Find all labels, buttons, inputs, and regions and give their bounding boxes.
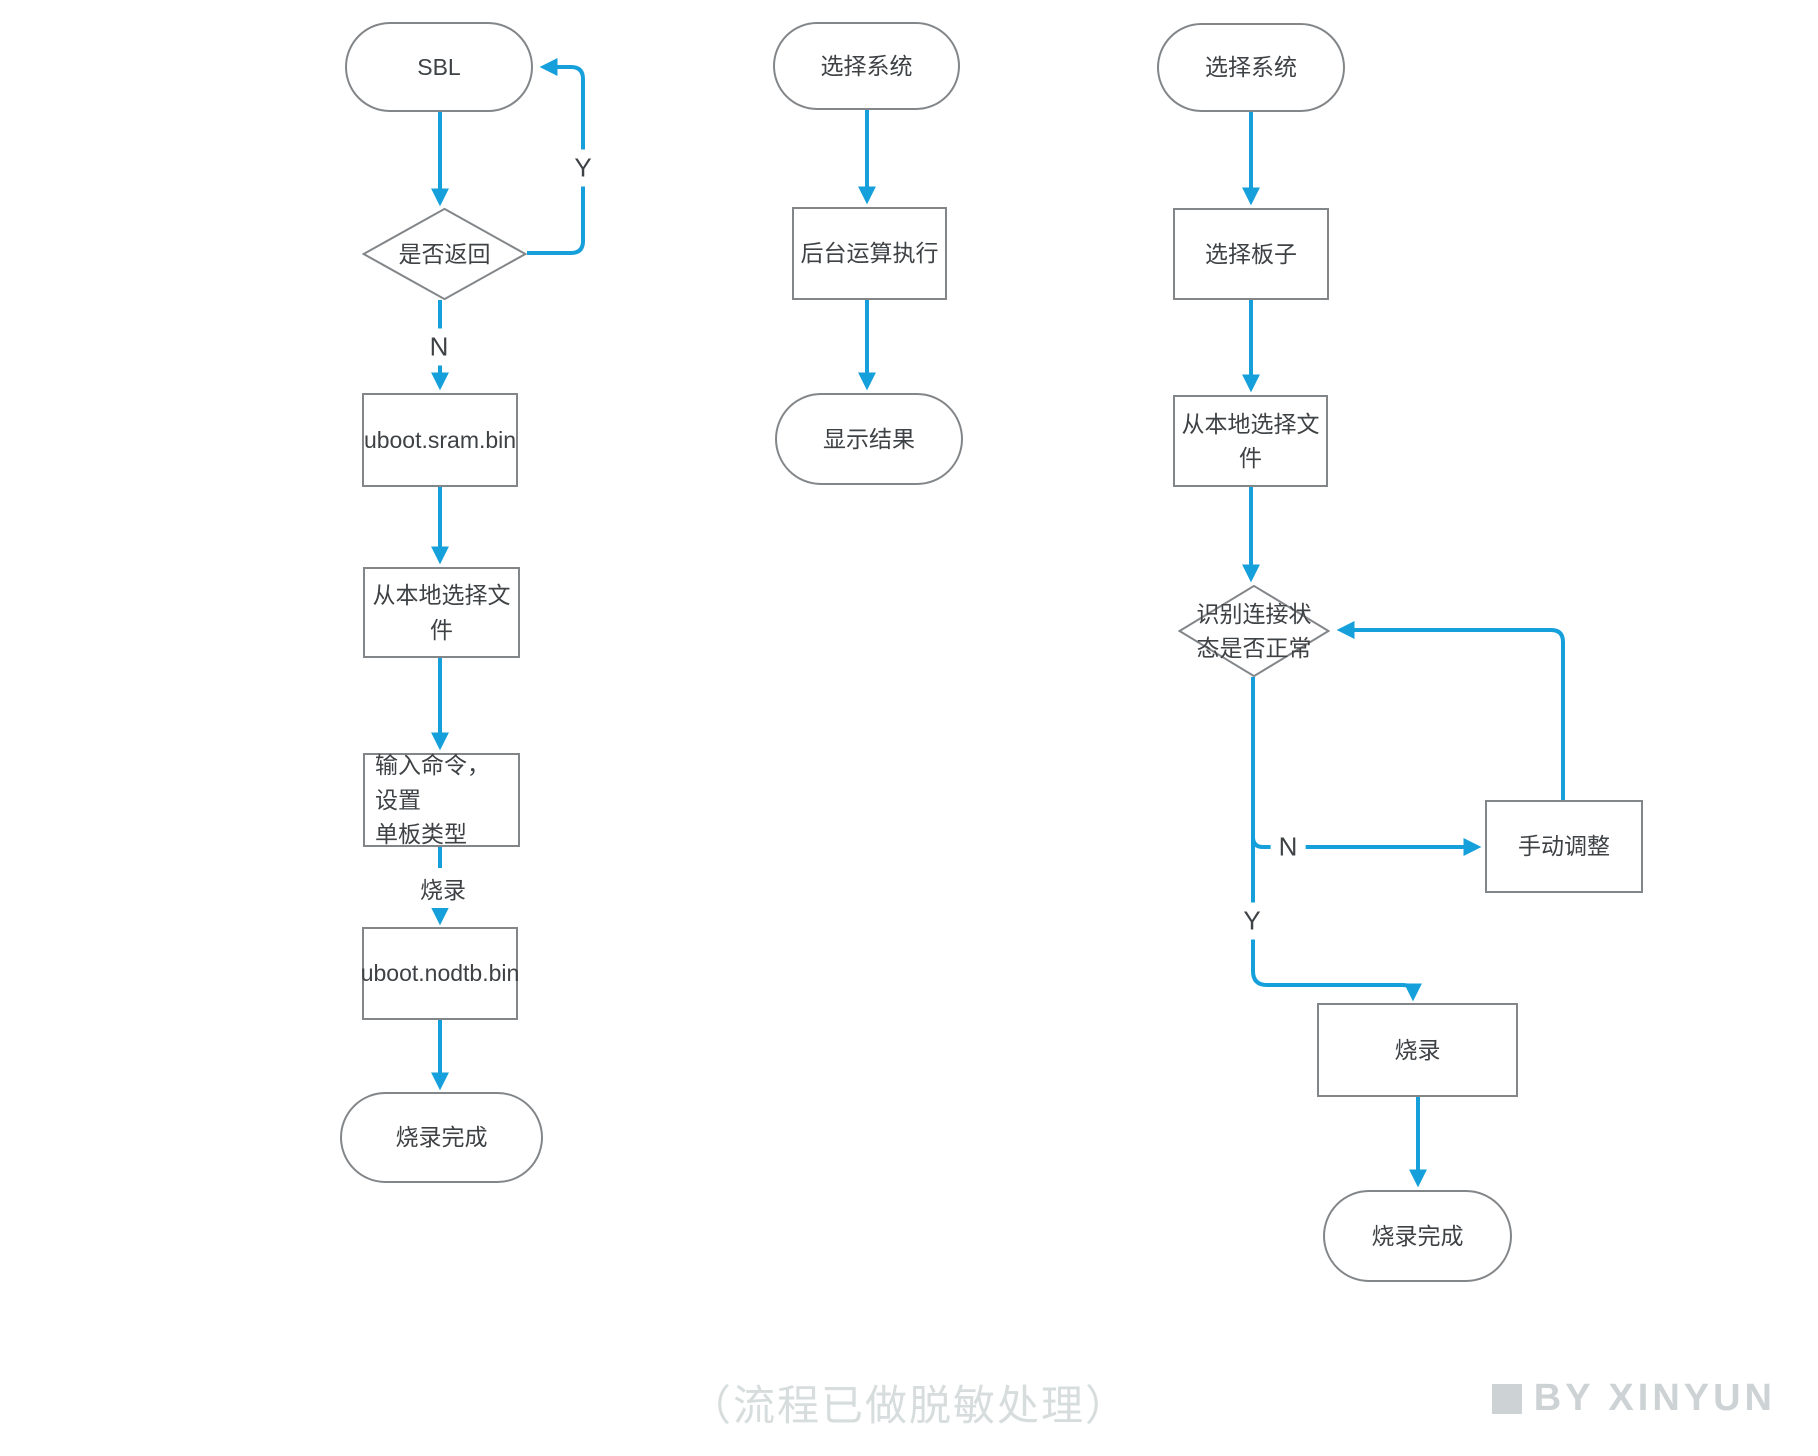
- flow3-start-terminator: 选择系统: [1157, 23, 1345, 112]
- flow1-file1-box: uboot.sram.bin: [362, 393, 518, 487]
- footer-credit: BY XINYUN: [1491, 1377, 1776, 1420]
- diamond-shape-icon: [1178, 585, 1330, 677]
- flow3-no-label: N: [1270, 828, 1306, 866]
- flow1-return-decision: 是否返回: [362, 208, 527, 300]
- diamond-shape-icon: [362, 208, 527, 300]
- credit-text: BY XINYUN: [1533, 1377, 1776, 1419]
- node-label: uboot.nodtb.bin: [360, 960, 520, 987]
- flow2-end-terminator: 显示结果: [775, 393, 963, 485]
- node-label: 烧录: [1394, 1036, 1441, 1063]
- flow3-connection-decision: 识别连接状 态是否正常: [1178, 585, 1330, 677]
- flow1-no-label: N: [421, 328, 457, 366]
- flow1-start-terminator: SBL: [345, 22, 533, 112]
- footer-note: （流程已做脱敏处理）: [688, 1382, 1129, 1429]
- node-label: 选择板子: [1205, 240, 1297, 267]
- node-label: 选择系统: [820, 52, 913, 79]
- flow1-file2-box: uboot.nodtb.bin: [360, 927, 520, 1020]
- node-label: 手动调整: [1518, 833, 1610, 860]
- flow1-yes-label: Y: [566, 149, 600, 187]
- flow3-select-file-box: 从本地选择文件: [1173, 395, 1328, 487]
- credit-square-icon: [1491, 1383, 1522, 1414]
- flow1-input-command-box: 输入命令，设置 单板类型: [363, 752, 520, 847]
- flow3-end-terminator: 烧录完成: [1323, 1190, 1512, 1282]
- arrow-adjust-back-to-decision3: [1336, 621, 1565, 800]
- node-label: 烧录完成: [1371, 1222, 1464, 1249]
- node-label: 是否返回: [398, 240, 491, 267]
- flow3-select-board-box: 选择板子: [1173, 208, 1329, 300]
- node-label: 输入命令，设置 单板类型: [375, 752, 490, 848]
- flow1-select-file-box: 从本地选择文件: [363, 567, 520, 658]
- node-label: 显示结果: [823, 425, 915, 452]
- node-label: 烧录完成: [395, 1124, 488, 1151]
- arrow-decision3-no-to-adjust: [1251, 836, 1482, 856]
- node-label: 从本地选择文件: [1181, 410, 1320, 472]
- flow3-burn-box: 烧录: [1317, 1003, 1518, 1097]
- flow2-start-terminator: 选择系统: [773, 22, 960, 110]
- node-label: 识别连接状 态是否正常: [1196, 600, 1312, 662]
- arrow-decision3-yes-to-burn: [1251, 677, 1422, 1002]
- flow3-yes-label: Y: [1235, 902, 1269, 940]
- node-label: 选择系统: [1205, 54, 1297, 81]
- node-label: SBL: [417, 53, 461, 80]
- node-label: 从本地选择文件: [372, 582, 511, 643]
- flow1-end-terminator: 烧录完成: [340, 1092, 543, 1183]
- node-label: 后台运算执行: [800, 240, 939, 267]
- flow3-manual-adjust-box: 手动调整: [1485, 800, 1643, 893]
- flow2-process-box: 后台运算执行: [792, 207, 947, 300]
- flow1-burn-edge-label: 烧录: [412, 868, 474, 908]
- node-label: uboot.sram.bin: [363, 426, 517, 453]
